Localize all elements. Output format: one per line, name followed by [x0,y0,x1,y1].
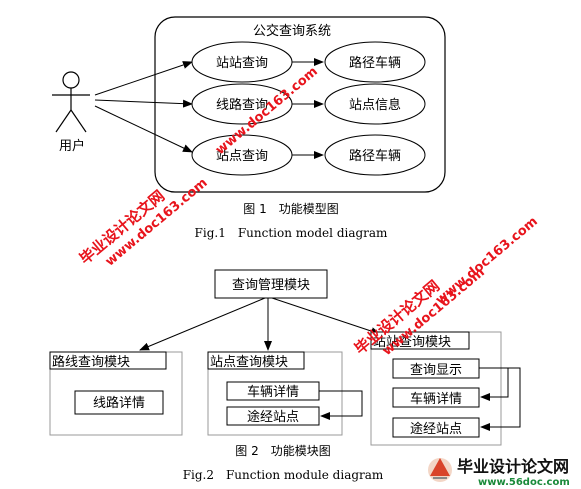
use-case-station-info-label: 站点信息 [349,97,401,113]
arrow-root-route [139,297,266,351]
system-boundary [154,16,446,193]
fig2-caption-en: Fig.2 Function module diagram [183,468,384,482]
use-case-s2s-label: 站站查询 [216,56,268,71]
actor-user-icon [52,71,90,133]
fig1-caption-cn: 图 1 功能模型图 [243,202,338,216]
arrow-user-uc1 [94,61,193,96]
module-route-header [49,351,167,370]
s2s-via-box [392,417,480,438]
module-root-label: 查询管理模块 [232,278,310,293]
fig1-caption-en: Fig.1 Function model diagram [195,226,389,240]
fig2-caption-cn: 图 2 功能模块图 [235,444,330,458]
arrow-query-via [479,367,521,431]
system-title: 公交查询系统 [253,23,331,39]
watermark-a: 毕业设计论文网 www.doc163.com [76,176,211,270]
logo-url: www.56doc.com [478,477,570,488]
station-via-label: 途经站点 [247,409,299,425]
actor-label: 用户 [59,138,85,154]
s2s-vehicle-box [392,387,480,408]
site-logo: 毕业设计论文网 www.56doc.com [428,457,570,488]
use-case-station-info [324,83,426,125]
module-s2s-label: 站站查询模块 [373,335,451,350]
use-case-route-label: 线路查询 [216,97,268,113]
logo-name: 毕业设计论文网 [457,457,569,476]
use-case-path-vehicle-2-label: 路径车辆 [349,148,401,164]
station-via-box [226,406,320,426]
watermark-url-right: www.doc163.com [433,214,541,308]
module-root [214,269,328,299]
use-case-station-label: 站点查询 [216,149,268,164]
s2s-query-label: 查询显示 [410,363,462,378]
route-detail-box [74,390,164,415]
arrow-user-uc3 [94,105,193,153]
module-station-header [207,351,305,370]
module-route-label: 路线查询模块 [52,354,130,370]
route-detail-label: 线路详情 [93,395,145,411]
module-station-label: 站点查询模块 [210,355,288,370]
use-case-path-vehicle-2 [324,134,426,176]
arrow-vehicle-via [319,390,363,420]
s2s-vehicle-label: 车辆详情 [410,391,462,407]
use-case-path-vehicle-1 [324,41,426,83]
svg-text:www.doc163.com: www.doc163.com [433,214,541,308]
logo-icon [428,458,452,482]
module-s2s-header [370,331,470,350]
arrow-user-uc2 [94,99,193,108]
use-case-path-vehicle-1-label: 路径车辆 [349,55,401,71]
s2s-via-label: 途经站点 [410,421,462,437]
arrow-root-s2s [271,297,381,335]
station-vehicle-label: 车辆详情 [247,384,299,400]
